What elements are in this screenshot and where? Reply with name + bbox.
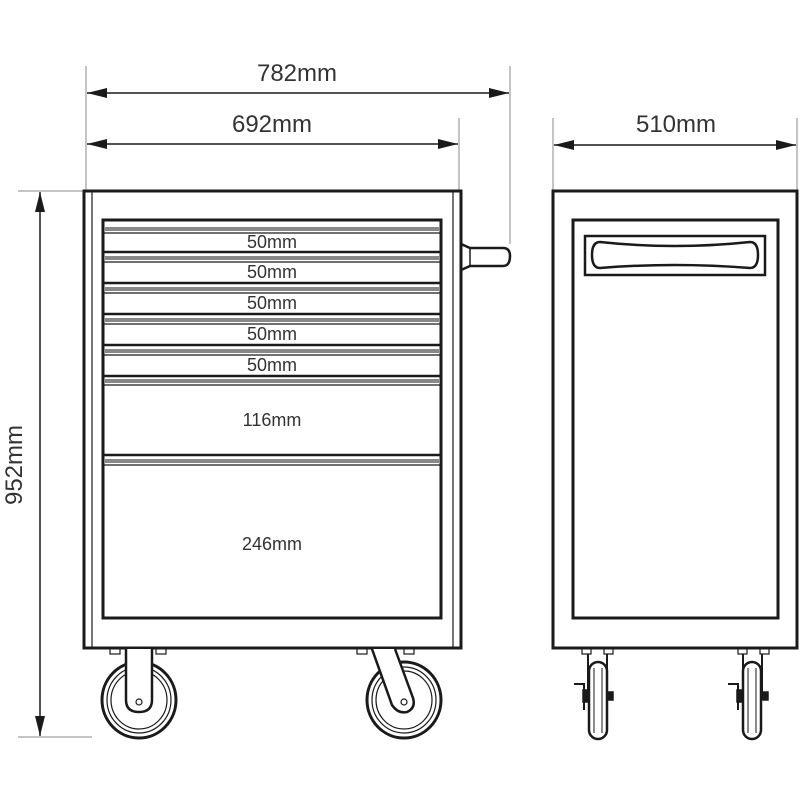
- side-left-caster: [574, 647, 614, 741]
- side-cabinet-body: [551, 189, 799, 650]
- overall-width-label: 782mm: [257, 60, 337, 87]
- front-view: 50mm 50mm 50mm 50mm 50mm 116mm 246mm: [82, 189, 512, 740]
- drawer-frame: [101, 218, 443, 620]
- drawer-4-label: 50mm: [247, 324, 297, 344]
- drawer-2-label: 50mm: [247, 262, 297, 282]
- body-width-label: 692mm: [232, 111, 312, 138]
- side-view: [551, 189, 799, 741]
- front-left-caster: [100, 647, 178, 740]
- drawer-3-label: 50mm: [247, 293, 297, 313]
- side-right-caster: [728, 647, 770, 741]
- drawer-5-label: 50mm: [247, 355, 297, 375]
- side-panel: [571, 218, 780, 620]
- depth-label: 510mm: [636, 111, 716, 138]
- drawer-7-label: 246mm: [242, 534, 302, 554]
- extension-lines: [18, 66, 798, 738]
- front-cabinet-body: [82, 189, 463, 650]
- height-label: 952mm: [1, 425, 28, 505]
- front-right-caster: [356, 647, 443, 740]
- side-handle: [460, 242, 512, 272]
- drawer-6-label: 116mm: [243, 410, 302, 430]
- drawer-1-label: 50mm: [247, 232, 297, 252]
- grip-handle: [583, 234, 767, 277]
- dimension-lines: [35, 88, 796, 736]
